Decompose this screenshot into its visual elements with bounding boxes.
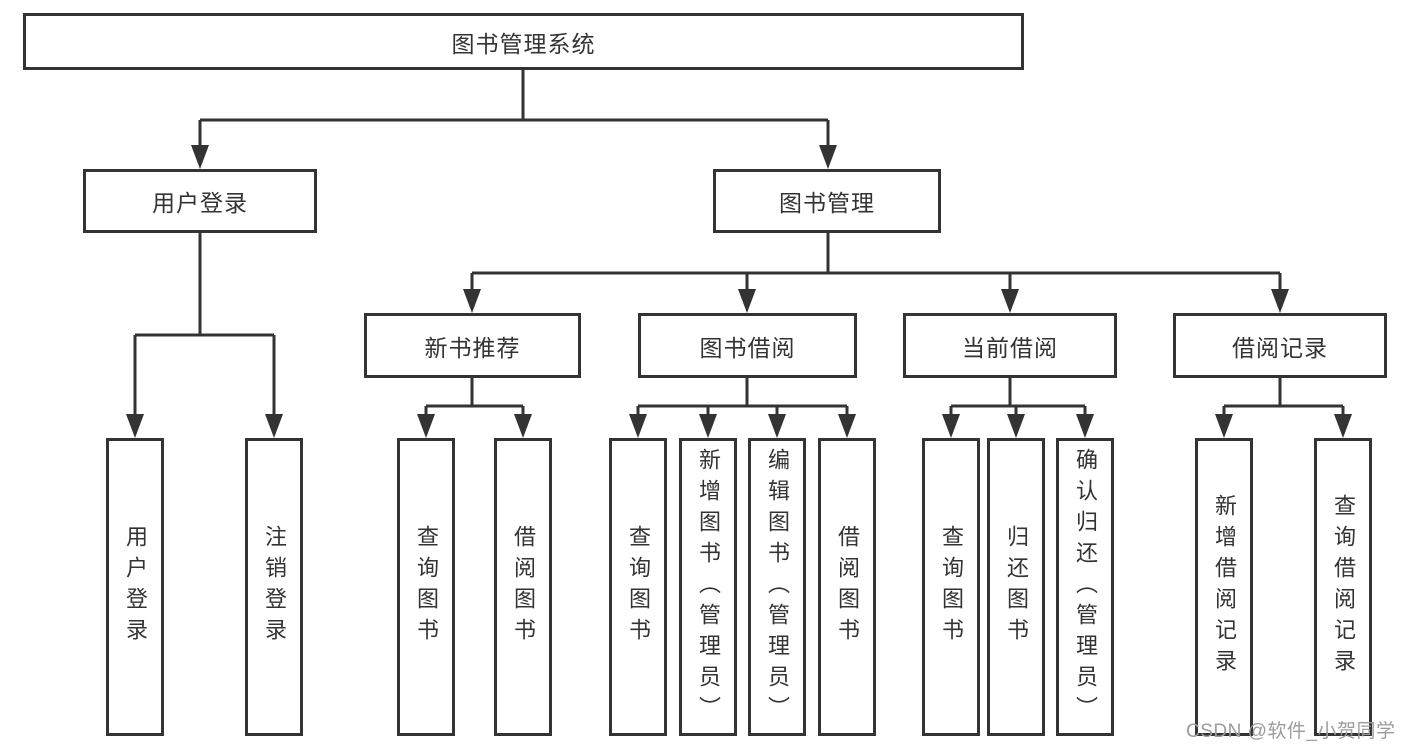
node-book-borrowing: 图书借阅 — [638, 313, 857, 378]
leaf-query-books-recommend: 查询图书 — [397, 438, 455, 736]
leaf-add-borrow-record: 新增借阅记录 — [1195, 438, 1253, 736]
leaf-user-login: 用户登录 — [106, 438, 164, 736]
leaf-borrow-books-recommend: 借阅图书 — [494, 438, 552, 736]
leaf-query-books-borrowing: 查询图书 — [609, 438, 667, 736]
node-book-management: 图书管理 — [713, 169, 941, 233]
node-library-management-system: 图书管理系统 — [23, 13, 1024, 70]
leaf-add-books-admin: 新增图书（管理员） — [679, 438, 737, 736]
connector-book-management-to-modules — [463, 233, 1289, 313]
connector-root-to-level2 — [191, 70, 837, 169]
leaf-borrow-books-borrowing: 借阅图书 — [818, 438, 876, 736]
leaf-query-books-current: 查询图书 — [922, 438, 980, 736]
leaf-logout-login: 注销登录 — [245, 438, 303, 736]
leaf-query-borrow-record: 查询借阅记录 — [1314, 438, 1372, 736]
connector-book-borrowing-to-leaves — [629, 378, 856, 438]
node-new-book-recommend: 新书推荐 — [364, 313, 581, 378]
leaf-edit-books-admin: 编辑图书（管理员） — [748, 438, 806, 736]
connector-borrowing-records-to-leaves — [1215, 378, 1352, 438]
leaf-return-books: 归还图书 — [987, 438, 1045, 736]
csdn-watermark: CSDN @软件_小贺同学 — [1186, 721, 1396, 742]
connector-new-book-recommend-to-leaves — [417, 378, 532, 438]
node-borrowing-records: 借阅记录 — [1173, 313, 1387, 378]
node-current-borrowing: 当前借阅 — [903, 313, 1117, 378]
node-user-login: 用户登录 — [83, 169, 317, 233]
connector-current-borrowing-to-leaves — [942, 378, 1094, 438]
leaf-confirm-return-admin: 确认归还（管理员） — [1056, 438, 1114, 736]
connector-user-login-to-leaves — [126, 233, 283, 438]
